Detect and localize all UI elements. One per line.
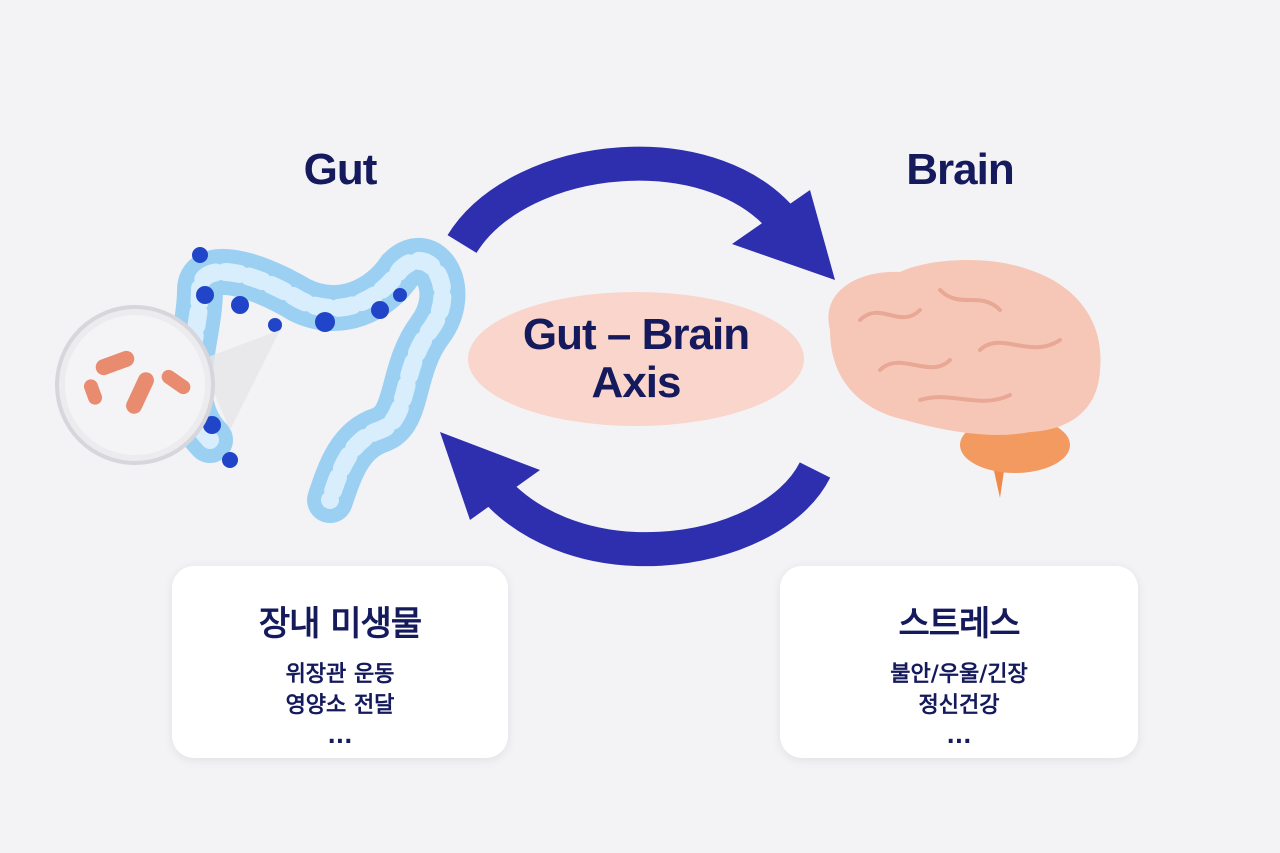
gut-card-line: 위장관 운동 <box>285 662 395 687</box>
gut-info-card: 장내 미생물 위장관 운동 영양소 전달 ... <box>172 566 508 758</box>
brain-card-line: 불안/우울/긴장 <box>890 662 1028 687</box>
brain-card-heading: 스트레스 <box>898 604 1020 644</box>
bacteria-magnifier <box>55 305 280 465</box>
intestine-illustration <box>166 238 466 523</box>
brain-card-line: ... <box>946 724 972 749</box>
gut-card-line: 영양소 전달 <box>285 693 395 718</box>
brain-illustration <box>828 260 1101 498</box>
brain-card-line: 정신건강 <box>918 693 1000 718</box>
gut-card-line: ... <box>327 724 353 749</box>
brain-title: Brain <box>906 145 1014 194</box>
gut-title: Gut <box>303 145 378 194</box>
axis-line-1: Gut – Brain <box>522 310 750 359</box>
gut-brain-axis-label: Gut – Brain Axis <box>468 292 804 426</box>
cycle-arrow-bottom <box>440 432 831 567</box>
gut-card-heading: 장내 미생물 <box>258 604 422 644</box>
brain-info-card: 스트레스 불안/우울/긴장 정신건강 ... <box>780 566 1138 758</box>
axis-line-2: Axis <box>591 358 682 407</box>
cycle-arrow-top <box>447 146 835 280</box>
